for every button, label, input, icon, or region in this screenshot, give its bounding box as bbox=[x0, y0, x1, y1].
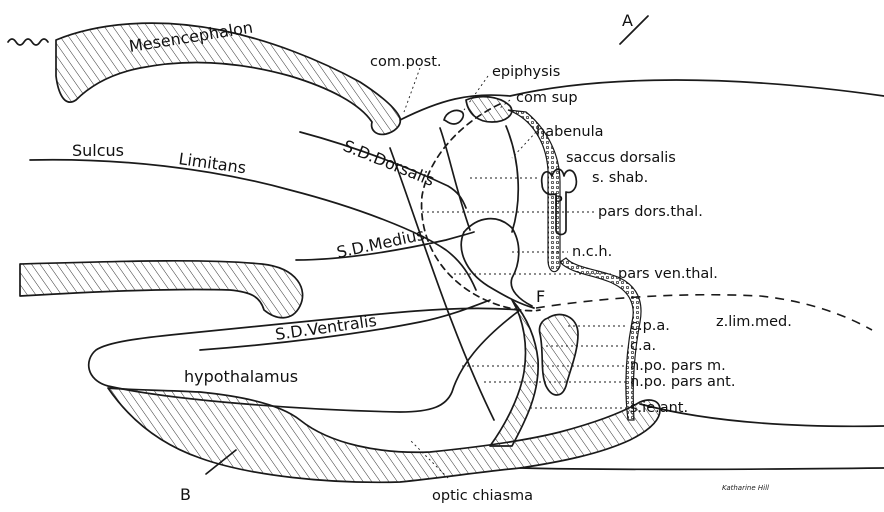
label-plane-b: B bbox=[180, 485, 191, 504]
label-ca: c.a. bbox=[630, 338, 656, 354]
label-cpa: c.p.a. bbox=[630, 318, 670, 334]
oblique-line bbox=[390, 148, 494, 420]
basal-inner-line bbox=[520, 468, 884, 470]
label-habenula: habenula bbox=[536, 124, 604, 140]
label-f: F bbox=[536, 287, 545, 306]
label-hypothalamus: hypothalamus bbox=[184, 367, 298, 386]
label-saccus-dorsalis: saccus dorsalis bbox=[566, 150, 676, 166]
thalamic-curve-1 bbox=[440, 128, 470, 230]
habenula-dashed-arc bbox=[422, 104, 540, 311]
label-npo-pars-ant: n.po. pars ant. bbox=[630, 374, 735, 390]
label-plane-a: A bbox=[622, 11, 633, 30]
label-z-lim-med: z.lim.med. bbox=[716, 314, 792, 330]
label-sd-dorsalis: S.D.Dorsalis bbox=[341, 136, 438, 190]
epiphysis-stalk bbox=[444, 110, 463, 124]
label-nch: n.c.h. bbox=[572, 244, 612, 260]
label-sie-ant: s.ie.ant. bbox=[630, 400, 688, 416]
label-pars-ven-thal: pars ven.thal. bbox=[618, 266, 718, 282]
mesencephalon-wavy-edge bbox=[8, 39, 48, 45]
leader-habenula bbox=[512, 132, 536, 158]
label-p: P bbox=[554, 194, 563, 210]
label-epiphysis: epiphysis bbox=[492, 64, 560, 80]
label-com-post: com.post. bbox=[370, 54, 442, 70]
preoptic-hatched-wedge bbox=[490, 300, 538, 446]
label-optic-chiasma: optic chiasma bbox=[432, 488, 533, 504]
label-sd-medius: S.D.Medius bbox=[335, 225, 426, 262]
zona-limitans-dashed bbox=[536, 295, 872, 330]
artist-signature: Katharine Hill bbox=[722, 484, 769, 492]
cpa-region bbox=[539, 315, 578, 395]
label-npo-pars-m: n.po. pars m. bbox=[630, 358, 726, 374]
leader-com-post bbox=[404, 68, 420, 112]
label-com-sup: com sup bbox=[516, 90, 578, 106]
label-s-shab: s. shab. bbox=[592, 170, 648, 186]
thalamic-curve-2 bbox=[506, 126, 518, 232]
label-sulcus: Sulcus bbox=[72, 141, 124, 160]
label-pars-dors-thal: pars dors.thal. bbox=[598, 204, 703, 220]
curled-wall-band bbox=[20, 261, 303, 318]
ventral-thalamus-contour bbox=[461, 232, 534, 308]
